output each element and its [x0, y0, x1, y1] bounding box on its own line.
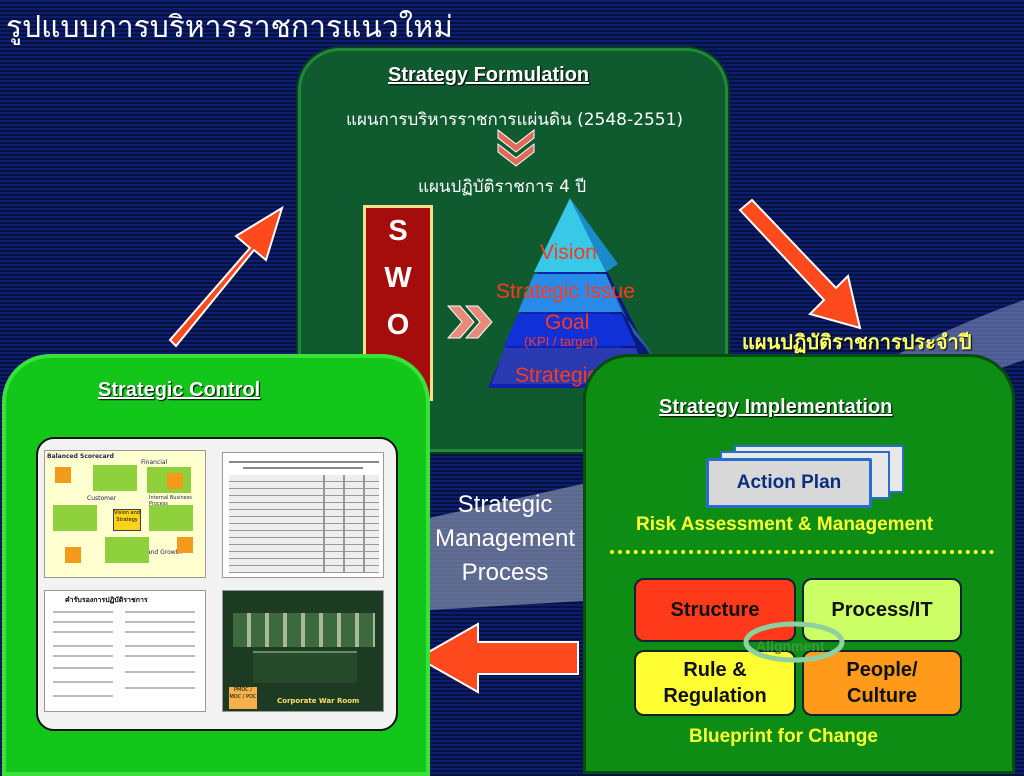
swot-letter: S [388, 215, 408, 247]
table-grid [229, 475, 379, 573]
strategy-formulation-heading: Strategy Formulation [388, 64, 590, 86]
table-document-thumbnail [222, 452, 384, 578]
war-room-thumbnail: PMOC / MOC / POC Corporate War Room [222, 590, 384, 712]
bsc-financial: Financial [141, 459, 168, 466]
screen-wall [233, 613, 375, 647]
bsc-arrow [55, 467, 71, 483]
arrow-down-right-icon [738, 198, 862, 330]
structure-box: Structure [634, 578, 796, 642]
alignment-ring [743, 621, 845, 663]
risk-assessment-label: Risk Assessment & Management [636, 514, 934, 535]
center-line: Management [434, 525, 576, 552]
bsc-arrow [65, 547, 81, 563]
meeting-table [253, 651, 357, 683]
bsc-arrow [177, 537, 193, 553]
arrow-left-icon [415, 622, 579, 694]
pyramid-strategic-issue: Strategic Issue [496, 280, 635, 303]
bsc-box [105, 537, 149, 563]
strategy-pyramid [488, 198, 660, 388]
pyramid-goal-sub: (KPI / target) [524, 334, 598, 349]
doc-title: คำรับรองการปฏิบัติราชการ [65, 596, 148, 604]
center-line: Strategic [457, 491, 553, 518]
chevron-down-icon [497, 128, 535, 167]
bsc-internal: Internal Business Process [149, 495, 192, 507]
strategic-control-heading: Strategic Control [98, 379, 261, 401]
swot-letter: W [384, 262, 412, 294]
people-culture-box: People/ Culture [802, 650, 962, 716]
strategy-implementation-heading: Strategy Implementation [659, 396, 893, 418]
agreement-document-thumbnail: คำรับรองการปฏิบัติราชการ [44, 590, 206, 712]
bsc-box [93, 465, 137, 491]
four-year-plan-label: แผนปฏิบัติราชการ 4 ปี [418, 177, 587, 197]
bsc-learning: Learning and Growth [119, 549, 182, 556]
page-title: รูปแบบการบริหารราชการแนวใหม่ [6, 10, 453, 45]
balanced-scorecard-thumbnail: Balanced Scorecard Financial Customer In… [44, 450, 206, 578]
bsc-title: Balanced Scorecard [47, 453, 114, 460]
dotted-divider [610, 550, 994, 554]
pyramid-vision: Vision [540, 241, 597, 264]
bsc-box [53, 505, 97, 531]
bsc-box [149, 505, 193, 531]
strategic-management-process: Strategic Management Process [420, 488, 590, 590]
bsc-vision: Vision and Strategy [113, 509, 141, 531]
arrow-up-right-icon [168, 205, 284, 348]
badge: PMOC / MOC / POC [229, 687, 257, 709]
swot-letter: O [386, 309, 410, 341]
chevron-right-icon [446, 305, 493, 339]
bsc-customer: Customer [87, 495, 117, 502]
national-plan-label: แผนการบริหารราชการแผ่นดิน (2548-2551) [346, 110, 684, 130]
annual-plan-label: แผนปฏิบัติราชการประจำปี [742, 330, 972, 354]
center-line: Process [461, 559, 549, 586]
war-room-label: Corporate War Room [277, 697, 360, 705]
blueprint-label: Blueprint for Change [689, 726, 878, 747]
bsc-arrow [167, 473, 183, 489]
action-plan-card: Action Plan [706, 458, 872, 508]
rule-regulation-box: Rule & Regulation [634, 650, 796, 716]
pyramid-goal: Goal [545, 311, 590, 334]
alignment-label: Alignment [756, 638, 825, 654]
